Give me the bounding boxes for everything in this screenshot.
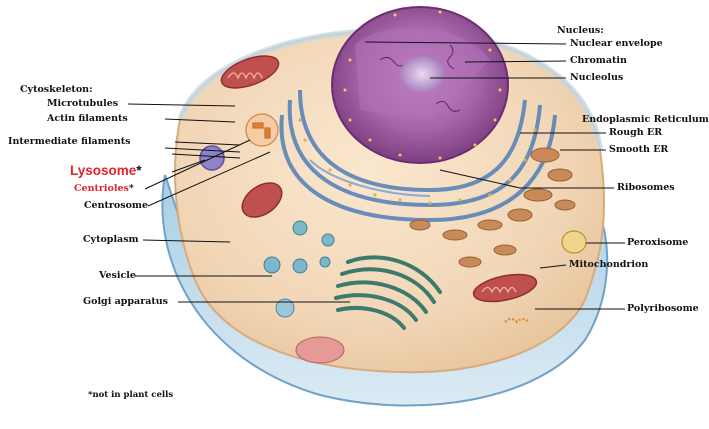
mitochondria — [220, 55, 538, 303]
label-actin-filaments: Actin filaments — [47, 113, 128, 124]
label-mitochondrion: Mitochondrion — [569, 259, 649, 270]
label-centrioles: Centrioles* — [74, 183, 134, 194]
smooth-er — [409, 147, 576, 268]
label-endoplasmic-reticulum: Endoplasmic Reticulum: — [582, 114, 709, 125]
label-nucleolus: Nucleolus — [570, 72, 624, 83]
label-nucleus: Nucleus: — [557, 25, 604, 36]
label-intermediate-filaments: Intermediate filaments — [8, 136, 131, 147]
label-polyribosome: Polyribosome — [627, 303, 699, 314]
label-microtubules: Microtubules — [47, 98, 119, 109]
ribosome-dots — [298, 118, 537, 205]
golgi-apparatus — [334, 255, 442, 330]
peroxisome — [561, 230, 587, 254]
label-vesicle: Vesicle — [99, 270, 136, 281]
label-lysosome: Lysosome* — [70, 163, 142, 178]
polyribosome — [504, 317, 530, 324]
vacuole-small — [275, 298, 295, 318]
label-rough-er: Rough ER — [609, 127, 663, 138]
vesicles — [263, 220, 335, 274]
label-ribosomes: Ribosomes — [617, 182, 675, 193]
rough-er — [279, 89, 557, 223]
vacuole — [295, 336, 345, 364]
nucleolus — [400, 56, 444, 92]
label-chromatin: Chromatin — [570, 55, 627, 66]
label-golgi-apparatus: Golgi apparatus — [83, 296, 169, 307]
label-peroxisome: Peroxisome — [627, 237, 689, 248]
label-smooth-er: Smooth ER — [609, 144, 669, 155]
leader-lines — [127, 41, 625, 310]
label-cytoskeleton: Cytoskeleton: — [20, 84, 93, 95]
label-nuclear-envelope: Nuclear envelope — [570, 38, 663, 49]
label-cytoplasm: Cytoplasm — [83, 234, 139, 245]
footnote: *not in plant cells — [88, 390, 174, 400]
nuclear-pores — [343, 10, 502, 160]
label-centrosome: Centrosome — [84, 200, 149, 211]
centrosome — [245, 113, 279, 147]
